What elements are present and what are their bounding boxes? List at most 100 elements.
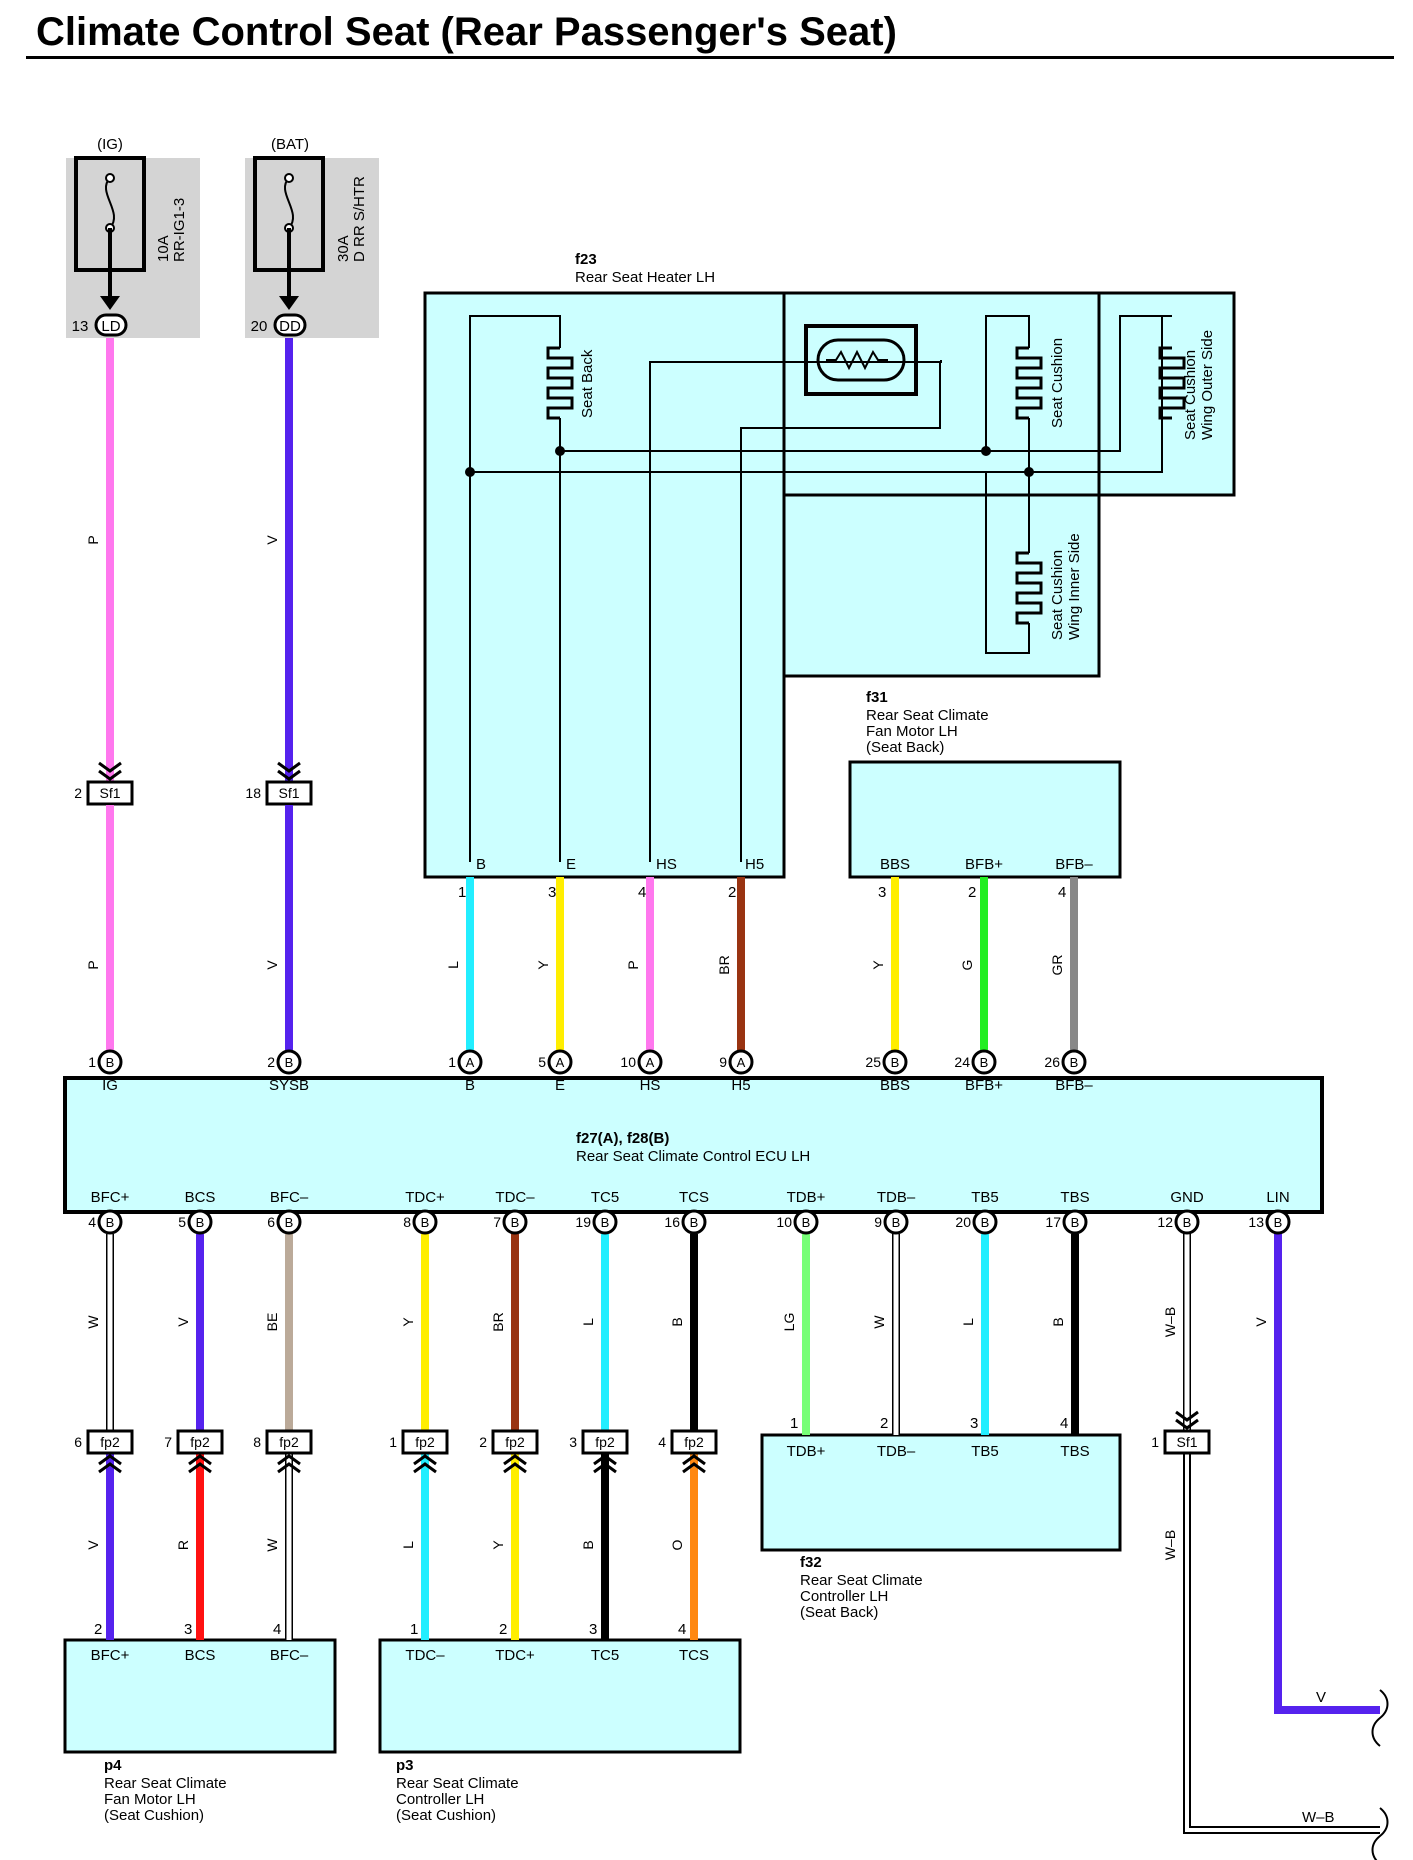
junction-connector-label: Sf1 bbox=[99, 785, 120, 801]
fuse-name: D RR S/HTR bbox=[351, 176, 368, 262]
heater-terminal-pin: 4 bbox=[638, 884, 646, 901]
wire-color-label: Y bbox=[870, 960, 886, 970]
terminal-pin-number: 9 bbox=[719, 1054, 727, 1070]
terminal-pin bbox=[1061, 1049, 1087, 1075]
heater-name: Rear Seat Heater LH bbox=[575, 269, 715, 286]
wire-color-label: G bbox=[959, 960, 975, 971]
terminal-pin bbox=[412, 1209, 438, 1235]
wing-inner-heater-icon bbox=[1015, 551, 1043, 625]
lin-offpage-label: V bbox=[1316, 1689, 1326, 1706]
terminal-pin-number: 8 bbox=[403, 1214, 411, 1230]
terminal-pin-number: 19 bbox=[575, 1214, 591, 1230]
ecu-terminal-label: BFB+ bbox=[965, 1077, 1003, 1094]
ctrl-back-terminal-label: TDB+ bbox=[787, 1443, 826, 1460]
fan-back-terminal-pin: 3 bbox=[878, 884, 886, 901]
fuse-ig: (IG) 10A RR-IG1-3 LD 13 bbox=[66, 136, 200, 338]
heater-terminal-label: B bbox=[476, 856, 486, 873]
fan-back-terminal-pin: 2 bbox=[968, 884, 976, 901]
ctrl-back-terminal-label: TBS bbox=[1060, 1443, 1089, 1460]
fan-back-name-2: Fan Motor LH bbox=[866, 723, 958, 740]
page-title: Climate Control Seat (Rear Passenger's S… bbox=[36, 10, 897, 54]
ecu-terminal-label: H5 bbox=[731, 1077, 750, 1094]
terminal-pin-number: 25 bbox=[865, 1054, 881, 1070]
terminal-pin bbox=[547, 1049, 573, 1075]
fan-back-terminal-pin: 4 bbox=[1058, 884, 1066, 901]
terminal-connector-letter: A bbox=[646, 1055, 655, 1070]
terminal-connector-letter: A bbox=[556, 1055, 565, 1070]
terminal-pin-number: 5 bbox=[538, 1054, 546, 1070]
terminal-connector-letter: A bbox=[737, 1055, 746, 1070]
heater-element-label: Wing Inner Side bbox=[1066, 533, 1083, 640]
ctrl-cushion-terminal-label: TDC+ bbox=[495, 1647, 535, 1664]
junction-pin-number: 2 bbox=[74, 785, 82, 801]
ecu-terminal-label: TCS bbox=[679, 1189, 709, 1206]
fan-back-terminal-label: BFB– bbox=[1055, 856, 1093, 873]
ctrl-cushion-terminal-pin: 2 bbox=[499, 1621, 507, 1638]
chevron-up-icon bbox=[277, 761, 301, 773]
terminal-pin-number: 1 bbox=[88, 1054, 96, 1070]
terminal-pin bbox=[972, 1209, 998, 1235]
junction-connector bbox=[265, 780, 313, 806]
chevron-up-icon bbox=[98, 761, 122, 773]
wire-color-label: W–B bbox=[1162, 1530, 1178, 1560]
offpage-wires: V W–B bbox=[1183, 1228, 1389, 1860]
fuse-supply-label: (BAT) bbox=[271, 136, 309, 153]
terminal-connector-letter: B bbox=[1071, 1215, 1080, 1230]
terminal-pin-number: 12 bbox=[1157, 1214, 1173, 1230]
terminal-pin bbox=[592, 1209, 618, 1235]
chevron-up-icon bbox=[503, 1454, 527, 1466]
chevron-up-icon bbox=[682, 1462, 706, 1474]
wire-color-label: Y bbox=[490, 1540, 506, 1550]
chevron-up-icon bbox=[98, 1454, 122, 1466]
chevron-up-icon bbox=[277, 769, 301, 781]
controller-seat-cushion: p3 Rear Seat Climate Controller LH (Seat… bbox=[378, 1621, 742, 1824]
wire-color-label: O bbox=[669, 1539, 685, 1550]
title-underline bbox=[26, 56, 1394, 59]
ecu-terminal-label: IG bbox=[102, 1077, 118, 1094]
heater-element-label: Seat Back bbox=[579, 349, 596, 418]
terminal-pin bbox=[793, 1209, 819, 1235]
fuse-rating: 10A bbox=[155, 235, 172, 262]
fan-cushion-id: p4 bbox=[104, 1757, 122, 1774]
terminal-connector-letter: B bbox=[106, 1055, 115, 1070]
fan-back-name-1: Rear Seat Climate bbox=[866, 707, 989, 724]
wire-color-label: V bbox=[264, 960, 280, 970]
wire-color-label: V bbox=[175, 1317, 191, 1327]
chevron-up-icon bbox=[503, 1462, 527, 1474]
ecu-name: Rear Seat Climate Control ECU LH bbox=[576, 1148, 810, 1165]
junction-connector-label: fp2 bbox=[279, 1434, 299, 1450]
wire-color-label: V bbox=[1253, 1317, 1269, 1327]
ctrl-back-terminal-label: TB5 bbox=[971, 1443, 999, 1460]
fan-back-id: f31 bbox=[866, 689, 888, 706]
wire-color-label: BR bbox=[716, 955, 732, 974]
heater-terminal-pin: 1 bbox=[458, 884, 466, 901]
ctrl-cushion-terminal-pin: 3 bbox=[589, 1621, 597, 1638]
heater-element-label: Wing Outer Side bbox=[1199, 330, 1216, 440]
junction-connector bbox=[401, 1429, 449, 1455]
ecu-terminal-label: BFC– bbox=[270, 1189, 309, 1206]
junction-pin-number: 3 bbox=[569, 1434, 577, 1450]
chevron-up-icon bbox=[682, 1454, 706, 1466]
wire-color-label: R bbox=[175, 1540, 191, 1550]
ctrl-cushion-name-2: Controller LH bbox=[396, 1791, 484, 1808]
fuse-rating: 30A bbox=[335, 235, 352, 262]
ecu-terminal-label: TDC+ bbox=[405, 1189, 445, 1206]
gnd-offpage-label: W–B bbox=[1302, 1809, 1335, 1826]
terminal-pin-number: 9 bbox=[874, 1214, 882, 1230]
wire-color-label: BE bbox=[264, 1313, 280, 1332]
ecu-terminal-label: LIN bbox=[1266, 1189, 1289, 1206]
wing-outer-line1: Seat Cushion bbox=[1182, 350, 1199, 440]
wire-color-label: LG bbox=[781, 1313, 797, 1332]
terminal-connector-letter: B bbox=[106, 1215, 115, 1230]
junction-connector bbox=[265, 1429, 313, 1455]
heater-terminal-pin: 2 bbox=[728, 884, 736, 901]
terminal-connector-letter: B bbox=[1070, 1055, 1079, 1070]
fan-cushion-name-2: Fan Motor LH bbox=[104, 1791, 196, 1808]
ecu-terminal-label: TDB– bbox=[877, 1189, 916, 1206]
junction-connector-label: fp2 bbox=[100, 1434, 120, 1450]
wire-color-label: V bbox=[264, 535, 280, 545]
ctrl-cushion-name-3: (Seat Cushion) bbox=[396, 1807, 496, 1824]
fuse-conn: LD bbox=[101, 318, 120, 335]
ecu-terminal-label: TBS bbox=[1060, 1189, 1089, 1206]
